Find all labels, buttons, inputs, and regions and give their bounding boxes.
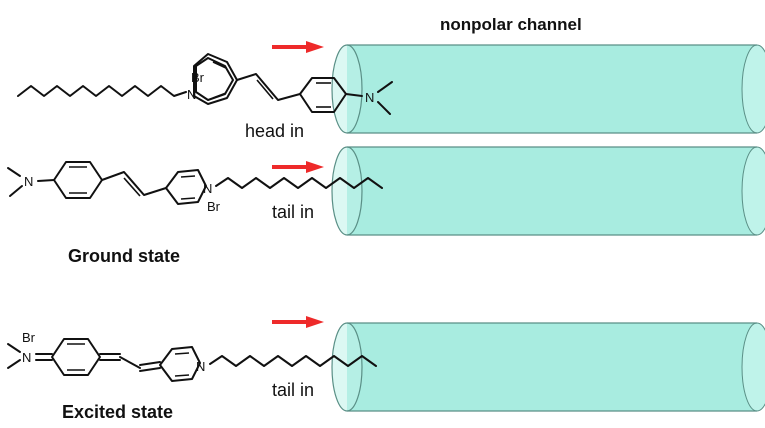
hemicyanine-molecule-1: N N Br — [17, 53, 393, 115]
row-head-in: N N Br head in — [17, 41, 765, 141]
pyridine-n-3: N — [196, 359, 205, 374]
pyridinium-n-2: N — [203, 181, 212, 196]
hemicyanine-molecule-2: N N Br — [7, 161, 383, 214]
caption-head-in: head in — [245, 121, 304, 141]
caption-tail-in-excited: tail in — [272, 380, 314, 400]
dimethylamino-n-2: N — [24, 174, 33, 189]
dimethylamino-n-1: N — [365, 90, 374, 105]
ground-state-label: Ground state — [68, 246, 180, 266]
iminium-n-3: N — [22, 350, 31, 365]
insertion-arrow-3 — [272, 316, 324, 328]
hemicyanine-molecule-3: N Br N — [7, 330, 377, 382]
caption-tail-in-ground: tail in — [272, 202, 314, 222]
nonpolar-channel-2 — [331, 146, 765, 236]
nonpolar-channel-3 — [331, 322, 765, 412]
row-tail-in-ground: N N Br tail in — [7, 146, 765, 236]
bromide-label-3: Br — [22, 330, 36, 345]
insertion-arrow-2 — [272, 161, 324, 173]
row-tail-in-excited: N Br N tail in — [7, 316, 765, 412]
pyridinium-n-1: N — [187, 87, 196, 102]
bromide-label-2: Br — [207, 199, 221, 214]
excited-state-label: Excited state — [62, 402, 173, 422]
channel-title: nonpolar channel — [440, 15, 582, 34]
insertion-arrow-1 — [272, 41, 324, 53]
bromide-label-1: Br — [191, 70, 205, 85]
nonpolar-channel-1 — [331, 44, 765, 134]
